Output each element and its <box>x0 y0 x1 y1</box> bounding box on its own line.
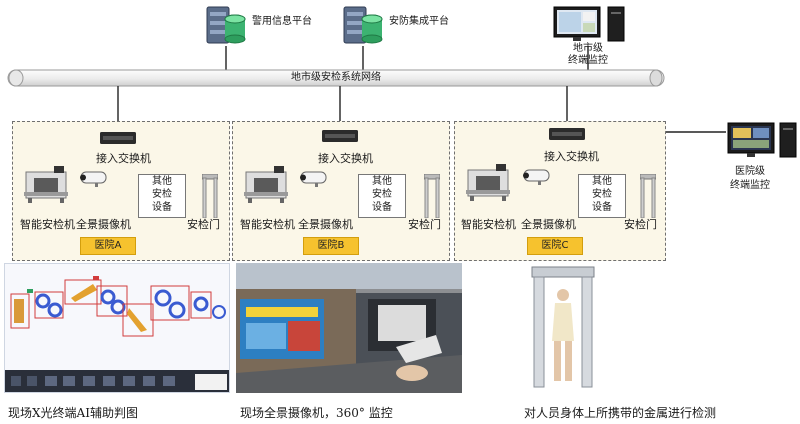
walkthrough-gate-icon <box>640 174 656 218</box>
hospital-a-switch-label: 接入交换机 <box>96 152 151 165</box>
network-pipe <box>7 69 665 87</box>
hospital-c-other-devices: 其他 安检 设备 <box>578 174 626 218</box>
walkthrough-gate-icon <box>424 174 440 218</box>
hospital-monitor-line2: 终端监控 <box>730 180 770 191</box>
metal-gate-image <box>531 266 595 388</box>
xray-scanner-icon <box>244 166 288 203</box>
hospital-c-camera-label: 全景摄像机 <box>521 218 576 231</box>
hospital-b-other-devices: 其他 安检 设备 <box>358 174 406 218</box>
metal-gate-photo <box>526 263 600 393</box>
other-devices-line: 其他 <box>152 176 172 187</box>
camera-icon <box>80 171 107 187</box>
database-server-icon <box>206 6 246 44</box>
hospital-a-camera-label: 全景摄像机 <box>76 218 131 231</box>
network-switch-icon <box>100 132 136 144</box>
hospital-b-switch-label: 接入交换机 <box>318 152 373 165</box>
panel-caption-xray: 现场X光终端AI辅助判图 <box>8 406 138 420</box>
hospital-a-gate-label: 安检门 <box>187 218 220 231</box>
network-label: 地市级安检系统网络 <box>291 72 381 83</box>
xray-screen-photo <box>4 263 230 393</box>
camera-view-image <box>236 263 462 393</box>
walkthrough-gate-icon <box>202 174 218 218</box>
platform-label-security: 安防集成平台 <box>389 16 449 27</box>
city-monitor-line1: 地市级 <box>573 43 603 54</box>
network-switch-icon <box>549 128 585 140</box>
hospital-a-scanner-label: 智能安检机 <box>20 218 75 231</box>
other-devices-line: 安检 <box>592 189 612 200</box>
database-server-icon <box>343 6 383 44</box>
other-devices-line: 设备 <box>592 202 612 213</box>
platform-label-police: 警用信息平台 <box>252 16 312 27</box>
hospital-monitor-line1: 医院级 <box>735 166 765 177</box>
hospital-a-other-devices: 其他 安检 设备 <box>138 174 186 218</box>
other-devices-line: 安检 <box>152 189 172 200</box>
hospital-c-switch-label: 接入交换机 <box>544 150 599 163</box>
panel-caption-camera: 现场全景摄像机，360° 监控 <box>240 406 393 420</box>
other-devices-line: 设备 <box>152 202 172 213</box>
xray-scanner-icon <box>24 166 68 203</box>
other-devices-line: 设备 <box>372 202 392 213</box>
camera-icon <box>523 169 550 185</box>
camera-icon <box>300 171 327 187</box>
panel-caption-gate: 对人员身体上所携带的金属进行检测 <box>524 406 717 420</box>
hospital-b-tag: 医院B <box>303 237 359 255</box>
xray-scanner-icon <box>466 164 510 201</box>
other-devices-line: 其他 <box>372 176 392 187</box>
hospital-c-scanner-label: 智能安检机 <box>461 218 516 231</box>
desktop-monitor-icon <box>727 122 797 158</box>
desktop-monitor-icon <box>553 6 625 42</box>
city-monitor-line2: 终端监控 <box>568 55 608 66</box>
hospital-c-tag: 医院C <box>527 237 583 255</box>
hospital-b-gate-label: 安检门 <box>408 218 441 231</box>
hospital-c-gate-label: 安检门 <box>624 218 657 231</box>
other-devices-line: 安检 <box>372 189 392 200</box>
hospital-b-camera-label: 全景摄像机 <box>298 218 353 231</box>
hospital-a-tag: 医院A <box>80 237 136 255</box>
xray-image <box>5 264 229 392</box>
other-devices-line: 其他 <box>592 176 612 187</box>
network-switch-icon <box>322 130 358 142</box>
hospital-b-scanner-label: 智能安检机 <box>240 218 295 231</box>
camera-view-photo <box>236 263 462 393</box>
